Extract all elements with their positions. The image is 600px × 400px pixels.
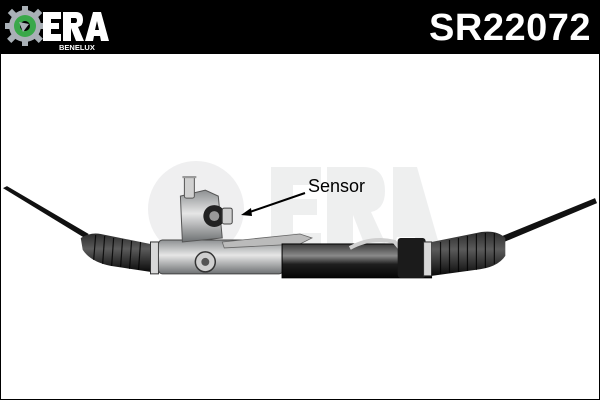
brand-subtitle: BENELUX (59, 43, 95, 52)
right-boot (431, 231, 506, 276)
valve-housing (157, 176, 313, 275)
left-boot (80, 233, 159, 275)
left-tie-rod (2, 186, 89, 238)
gear-logo-icon (5, 6, 45, 46)
brand-logo: BENELUX (5, 4, 109, 52)
sensor-icon (203, 205, 233, 228)
era-watermark (148, 161, 441, 257)
arrow-pointer-icon (241, 192, 306, 216)
era-wordmark (43, 12, 109, 41)
right-tie-rod (497, 198, 598, 244)
part-number: SR22072 (429, 7, 591, 49)
header-bar: BENELUX SR22072 (1, 1, 599, 54)
steering-rack-image (2, 176, 598, 279)
rack-tube (281, 237, 433, 279)
sensor-callout-label: Sensor (308, 176, 366, 196)
